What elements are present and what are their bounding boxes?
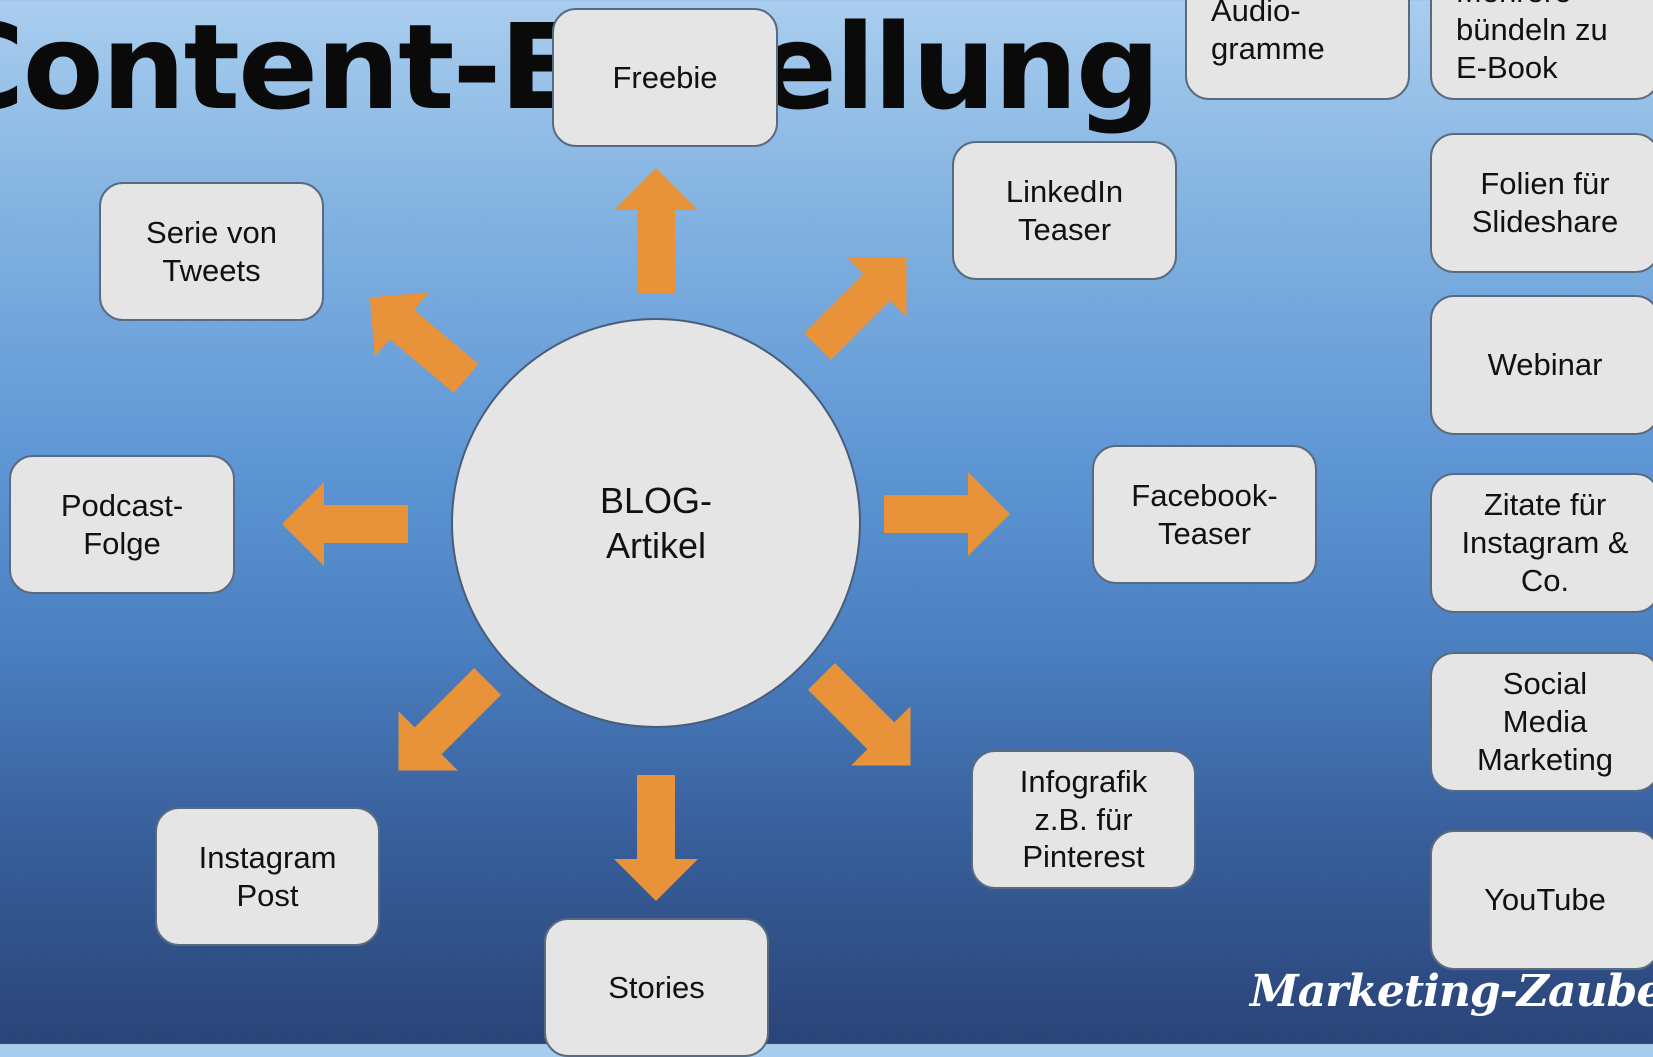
arrow-to-tweets <box>369 292 479 394</box>
node-youtube: YouTube <box>1430 830 1653 970</box>
node-zitate: Zitate für Instagram & Co. <box>1430 473 1653 613</box>
node-instagram-post: Instagram Post <box>155 807 380 946</box>
node-ebook: Mehrere bündeln zu E-Book <box>1430 0 1653 100</box>
node-stories: Stories <box>544 918 769 1057</box>
arrow-to-instagram-post <box>398 668 501 771</box>
node-facebook-teaser: Facebook- Teaser <box>1092 445 1317 584</box>
node-linkedin-teaser: LinkedIn Teaser <box>952 141 1177 280</box>
node-freebie: Freebie <box>552 8 778 147</box>
arrow-to-stories <box>614 775 698 901</box>
node-podcast-folge: Podcast- Folge <box>9 455 235 594</box>
node-serie-von-tweets: Serie von Tweets <box>99 182 324 321</box>
node-slideshare: Folien für Slideshare <box>1430 133 1653 273</box>
node-social-media-marketing: Social Media Marketing <box>1430 652 1653 792</box>
arrow-to-freebie <box>614 168 698 294</box>
node-infografik: Infografik z.B. für Pinterest <box>971 750 1196 889</box>
arrow-to-linkedin <box>804 257 907 360</box>
arrow-to-facebook <box>884 472 1010 556</box>
brand-logo: Marketing-Zauber <box>1250 966 1653 1017</box>
node-webinar: Webinar <box>1430 295 1653 435</box>
node-audiogramme: Audio- gramme <box>1185 0 1410 100</box>
blog-artikel-circle: BLOG- Artikel <box>451 318 861 728</box>
arrow-to-podcast <box>282 482 408 566</box>
arrow-to-infografik <box>808 663 911 766</box>
